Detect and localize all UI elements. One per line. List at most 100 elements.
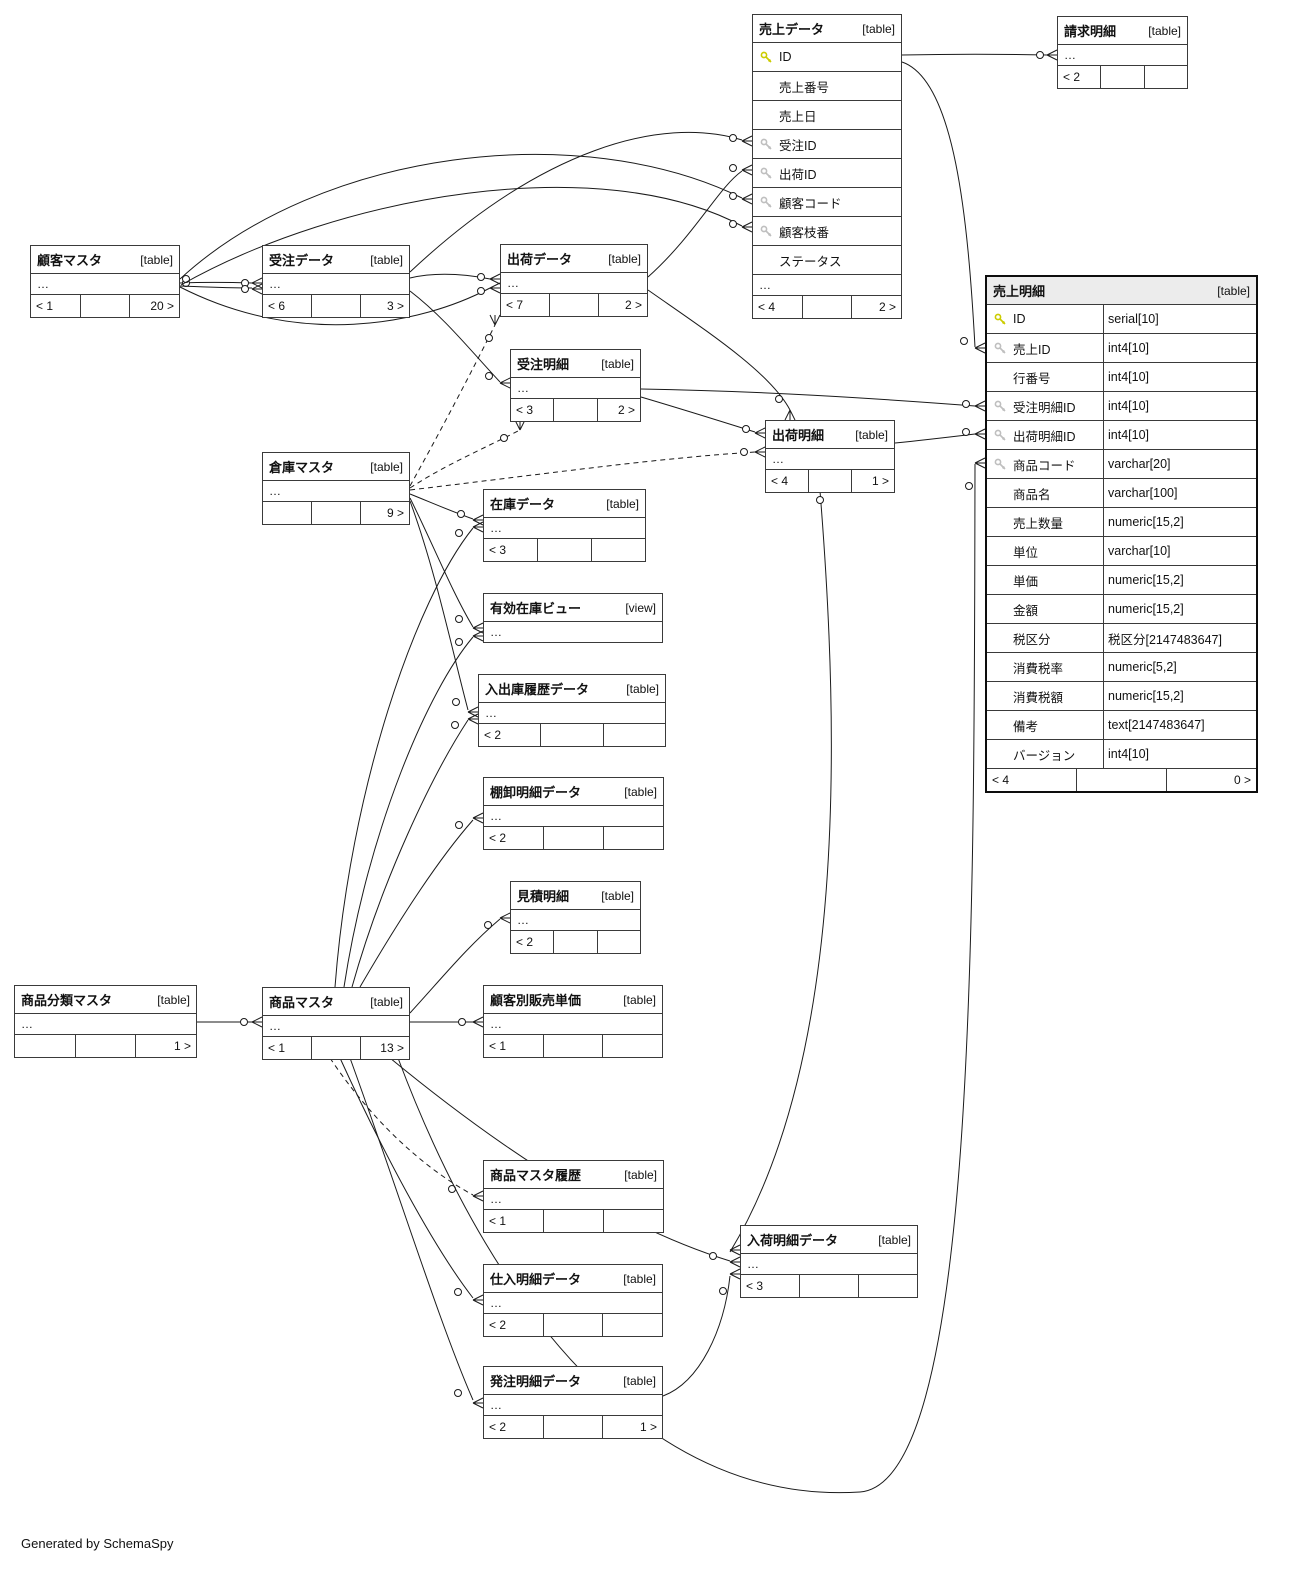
column-row[interactable]: 税区分税区分[2147483647] xyxy=(987,623,1256,652)
table-shiire-meisai-data[interactable]: 仕入明細データ[table]…< 2 xyxy=(483,1264,663,1337)
crows-foot-icon xyxy=(729,1268,741,1275)
table-nyushukko-rireki[interactable]: 入出庫履歴データ[table]…< 2 xyxy=(478,674,666,747)
table-title[interactable]: 在庫データ xyxy=(490,497,556,512)
table-title[interactable]: 仕入明細データ xyxy=(490,1272,582,1287)
column-name: 行番号 xyxy=(1013,371,1051,386)
table-title[interactable]: 請求明細 xyxy=(1064,24,1117,39)
table-title[interactable]: 倉庫マスタ xyxy=(269,460,335,475)
crows-foot-icon xyxy=(974,347,986,354)
crows-foot-icon xyxy=(472,521,484,528)
table-title[interactable]: 商品マスタ履歴 xyxy=(490,1168,582,1183)
column-row[interactable]: 行番号 int4[10] xyxy=(987,362,1256,391)
relationship-edge xyxy=(349,1057,474,1401)
table-shohin-master-rireki[interactable]: 商品マスタ履歴[table]…< 1 xyxy=(483,1160,664,1233)
column-name: 受注ID xyxy=(779,138,817,153)
crows-foot-icon xyxy=(741,135,753,142)
table-zaiko-data[interactable]: 在庫データ[table]…< 3 xyxy=(483,489,646,562)
table-header: 出荷データ[table] xyxy=(501,245,647,272)
column-type: int4[10] xyxy=(1103,363,1256,391)
table-yuko-zaiko-view[interactable]: 有効在庫ビュー[view]… xyxy=(483,593,663,643)
column-type: varchar[20] xyxy=(1103,450,1256,478)
column-row[interactable]: 顧客コード xyxy=(753,187,901,216)
table-title[interactable]: 売上データ xyxy=(759,22,825,37)
crows-foot-icon xyxy=(472,817,484,824)
table-title[interactable]: 売上明細 xyxy=(993,284,1046,299)
column-type: numeric[5,2] xyxy=(1103,653,1256,681)
table-kind-label: [table] xyxy=(623,1271,656,1286)
table-title[interactable]: 入出庫履歴データ xyxy=(485,682,590,697)
cardinality-circle-icon xyxy=(965,482,973,490)
table-title[interactable]: 入荷明細データ xyxy=(747,1233,839,1248)
column-row[interactable]: 受注ID xyxy=(753,129,901,158)
table-title[interactable]: 棚卸明細データ xyxy=(490,785,582,800)
table-tanaoroshi-meisai[interactable]: 棚卸明細データ[table]…< 2 xyxy=(483,777,664,850)
table-mitsumori-meisai[interactable]: 見積明細[table]…< 2 xyxy=(510,881,641,954)
table-title[interactable]: 出荷データ xyxy=(507,252,573,267)
table-nyuka-meisai-data[interactable]: 入荷明細データ[table]…< 3 xyxy=(740,1225,918,1298)
column-row[interactable]: ID xyxy=(753,42,901,71)
table-title[interactable]: 商品マスタ xyxy=(269,995,335,1010)
table-title[interactable]: 発注明細データ xyxy=(490,1374,582,1389)
degree-cell-mid xyxy=(79,295,130,317)
table-souko-master[interactable]: 倉庫マスタ[table]…9 > xyxy=(262,452,410,525)
column-row[interactable]: 出荷ID xyxy=(753,158,901,187)
table-title[interactable]: 見積明細 xyxy=(517,889,570,904)
cardinality-circle-icon xyxy=(457,510,465,518)
columns-ellipsis: … xyxy=(1058,44,1187,65)
column-name: ID xyxy=(1013,312,1026,326)
columns-ellipsis: … xyxy=(484,1013,662,1034)
degree-cell-right xyxy=(603,1210,663,1232)
column-row[interactable]: 売上日 xyxy=(753,100,901,129)
cardinality-circle-icon xyxy=(729,220,737,228)
crows-foot-icon xyxy=(729,1244,741,1251)
table-title[interactable]: 有効在庫ビュー xyxy=(490,601,582,616)
column-row[interactable]: ステータス xyxy=(753,245,901,274)
table-title[interactable]: 顧客別販売単価 xyxy=(490,993,582,1008)
table-title[interactable]: 顧客マスタ xyxy=(37,253,103,268)
degree-cell-right xyxy=(602,1314,662,1336)
table-seikyu-meisai[interactable]: 請求明細[table]…< 2 xyxy=(1057,16,1188,89)
column-row[interactable]: 売上番号 xyxy=(753,71,901,100)
column-name: バージョン xyxy=(1013,748,1076,763)
relationship-edge xyxy=(901,61,976,348)
table-kind-label: [table] xyxy=(623,992,656,1007)
table-kokyakubetsu-hanbai-tanka[interactable]: 顧客別販売単価[table]…< 1 xyxy=(483,985,663,1058)
table-title[interactable]: 出荷明細 xyxy=(772,428,825,443)
column-name: ID xyxy=(779,50,792,64)
table-title[interactable]: 受注データ xyxy=(269,253,335,268)
table-header: 在庫データ[table] xyxy=(484,490,645,517)
cardinality-circle-icon xyxy=(455,529,463,537)
table-title[interactable]: 受注明細 xyxy=(517,357,570,372)
table-kind-label: [table] xyxy=(1217,283,1250,298)
table-kind-label: [table] xyxy=(157,992,190,1007)
table-title[interactable]: 商品分類マスタ xyxy=(21,993,113,1008)
table-shohin-bunrui-master[interactable]: 商品分類マスタ[table]…1 > xyxy=(14,985,197,1058)
degree-cell-mid xyxy=(543,827,603,849)
degree-cell-left: < 4 xyxy=(758,300,776,314)
column-row[interactable]: 顧客枝番 xyxy=(753,216,901,245)
